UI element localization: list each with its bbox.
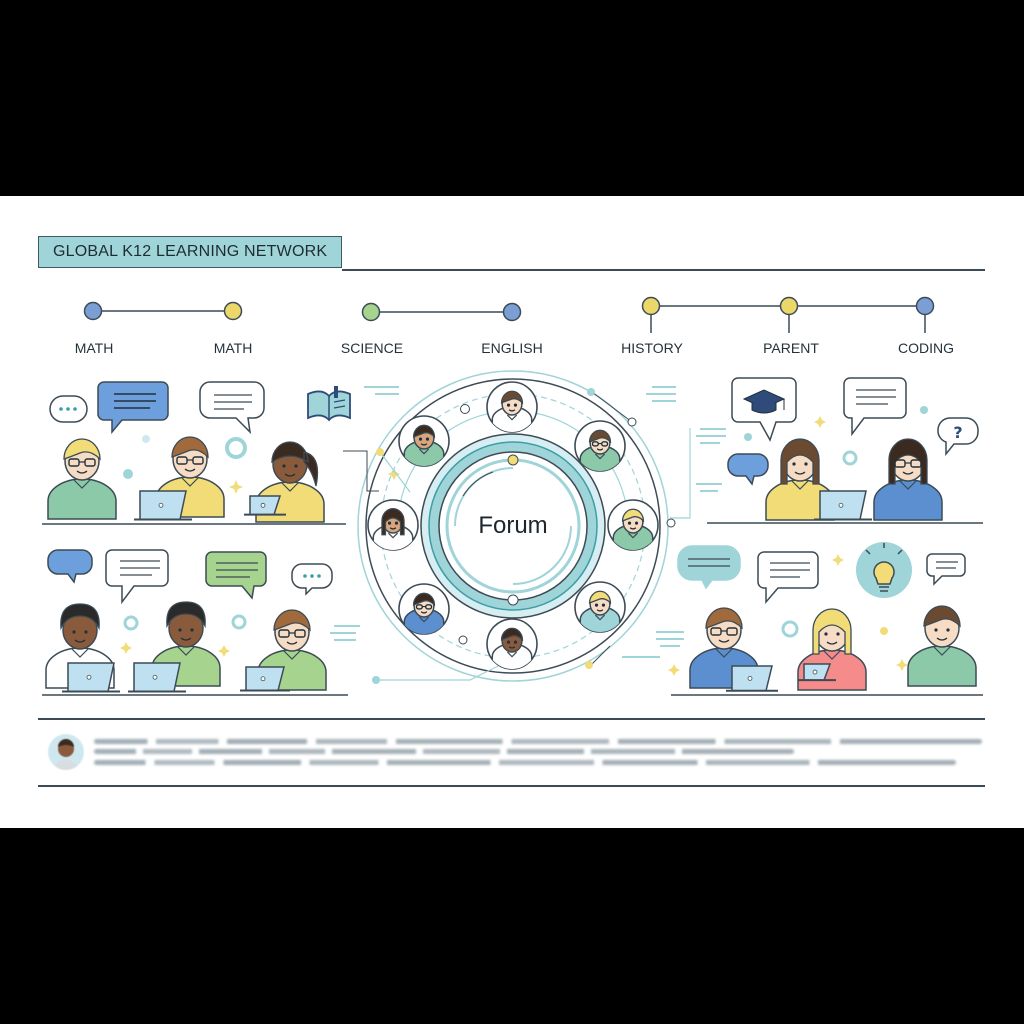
speech-bubble-icon xyxy=(105,549,169,605)
student-figure xyxy=(372,508,414,550)
student-group-top-right: ? xyxy=(707,377,983,524)
forum-illustration: GLOBAL K12 LEARNING NETWORK xyxy=(0,196,1024,828)
student-figure xyxy=(579,590,621,632)
student-figure xyxy=(491,627,533,669)
laptop-icon xyxy=(128,662,186,693)
speech-bubble-icon xyxy=(97,381,169,435)
member-avatar xyxy=(607,499,659,551)
laptop-icon xyxy=(814,490,872,521)
member-avatar xyxy=(486,618,538,670)
member-avatar xyxy=(398,415,450,467)
track-node xyxy=(915,296,935,316)
track-dots xyxy=(83,296,935,322)
track-node xyxy=(502,302,522,322)
laptop-icon xyxy=(244,495,286,516)
speech-bubble-icon xyxy=(926,553,966,586)
track-node xyxy=(223,301,243,321)
student-figure xyxy=(579,429,621,471)
student-group-top-left xyxy=(42,381,346,525)
speech-bubble-icon xyxy=(47,549,93,584)
people-layer xyxy=(45,436,977,693)
member-avatar xyxy=(486,381,538,433)
laptop-icon xyxy=(798,663,836,682)
blurred-text-line xyxy=(94,749,794,754)
lightbulb-icon xyxy=(856,542,912,598)
speech-bubble-icon xyxy=(843,377,907,437)
student-figure xyxy=(765,438,835,521)
footer-divider-top xyxy=(38,718,985,720)
member-avatar xyxy=(367,499,419,551)
student-figure xyxy=(907,605,977,687)
forum-hub-label: Forum xyxy=(478,512,548,539)
laptop-icon xyxy=(62,662,120,693)
track-label: MATH xyxy=(213,340,253,356)
speech-bubble-icon xyxy=(291,563,333,596)
member-avatar xyxy=(398,583,450,635)
track-label: HISTORY xyxy=(621,340,683,356)
track-node xyxy=(83,301,103,321)
track-label: ENGLISH xyxy=(481,340,543,356)
graduation-cap-icon xyxy=(731,377,797,442)
student-figure xyxy=(612,508,654,550)
speech-bubble-icon xyxy=(677,545,741,590)
decorative-dashes xyxy=(330,386,726,658)
student-figure xyxy=(491,390,533,432)
member-avatar xyxy=(574,420,626,472)
track-label: SCIENCE xyxy=(340,340,404,356)
student-figure xyxy=(873,438,943,521)
title-divider xyxy=(342,269,985,271)
svg-text:?: ? xyxy=(953,423,962,442)
question-icon: ? xyxy=(937,417,979,457)
forum-network xyxy=(343,370,691,684)
page-title: GLOBAL K12 LEARNING NETWORK xyxy=(38,236,342,268)
student-figure xyxy=(47,438,117,520)
student-figure xyxy=(403,424,445,466)
speech-bubble-icon xyxy=(49,395,88,423)
avatar xyxy=(48,734,84,770)
speech-bubble-icon xyxy=(205,551,267,600)
track-label: MATH xyxy=(74,340,114,356)
track-label: CODING xyxy=(898,340,954,356)
sparkle-decorations xyxy=(120,416,908,676)
student-group-bottom-left xyxy=(42,549,348,696)
forum-member-avatars xyxy=(367,381,659,670)
laptop-icon xyxy=(134,490,192,521)
student-figure xyxy=(403,592,445,634)
student-group-bottom-right xyxy=(671,542,983,696)
student-figure xyxy=(797,608,867,691)
track-label: PARENT xyxy=(763,340,819,356)
member-avatar xyxy=(574,581,626,633)
track-node xyxy=(641,296,661,316)
speech-bubble-icon xyxy=(727,453,769,486)
blurred-text-line xyxy=(94,739,982,744)
speech-bubble-icon xyxy=(199,381,265,435)
diagram-canvas: ? xyxy=(42,296,983,696)
track-node xyxy=(361,302,381,322)
blurred-text-line xyxy=(94,760,956,765)
track-node xyxy=(779,296,799,316)
laptop-icon xyxy=(240,666,290,692)
footer-divider-bottom xyxy=(38,785,985,787)
speech-bubble-icon xyxy=(757,551,819,605)
book-icon xyxy=(307,386,351,422)
laptop-icon xyxy=(726,665,778,692)
